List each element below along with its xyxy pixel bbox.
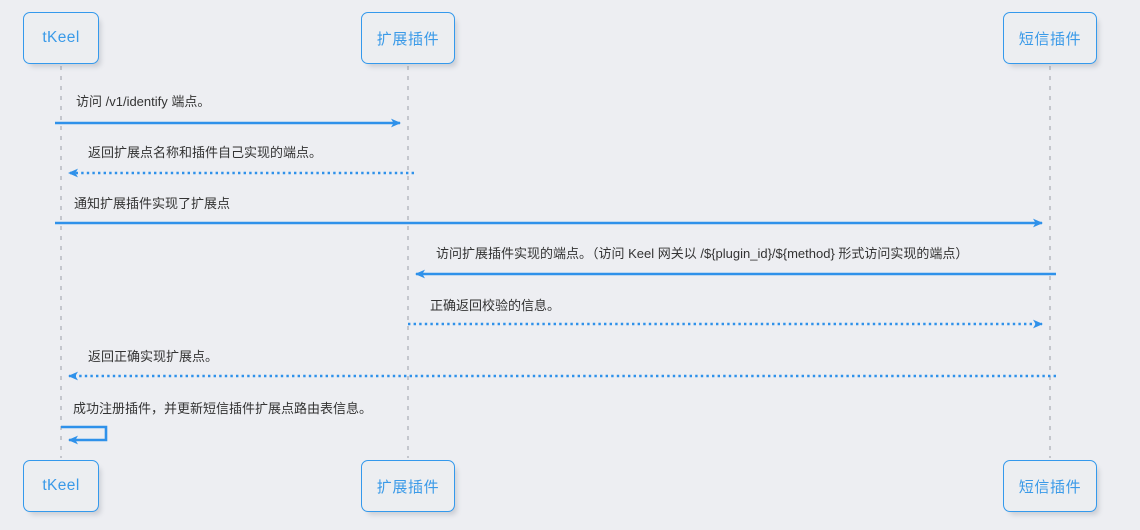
participant-tkeel-bottom[interactable]: tKeel: [23, 460, 99, 512]
lifelines: [60, 66, 1051, 458]
participant-label: tKeel: [42, 477, 80, 494]
message-label-2: 返回扩展点名称和插件自己实现的端点。: [88, 145, 323, 160]
participant-tkeel-top[interactable]: tKeel: [23, 12, 99, 64]
participant-label: 扩展插件: [376, 478, 440, 496]
participant-sms-plugin-bottom[interactable]: 短信插件: [1003, 460, 1097, 512]
message-label-7: 成功注册插件，并更新短信插件扩展点路由表信息。: [73, 401, 373, 416]
participant-label: tKeel: [42, 29, 80, 46]
message-label-6: 返回正确实现扩展点。: [88, 349, 219, 364]
participant-label: 短信插件: [1018, 30, 1082, 48]
message-arrow-7-self-loop: [61, 425, 108, 445]
message-label-4: 访问扩展插件实现的端点。（访问 Keel 网关以 /${plugin_id}/$…: [436, 246, 969, 261]
message-label-1: 访问 /v1/identify 端点。: [76, 94, 211, 109]
participant-label: 短信插件: [1018, 478, 1082, 496]
participant-ext-plugin-bottom[interactable]: 扩展插件: [361, 460, 455, 512]
message-label-5: 正确返回校验的信息。: [430, 298, 561, 313]
message-label-3: 通知扩展插件实现了扩展点: [74, 196, 231, 211]
participant-sms-plugin-top[interactable]: 短信插件: [1003, 12, 1097, 64]
participant-label: 扩展插件: [376, 30, 440, 48]
participant-ext-plugin-top[interactable]: 扩展插件: [361, 12, 455, 64]
